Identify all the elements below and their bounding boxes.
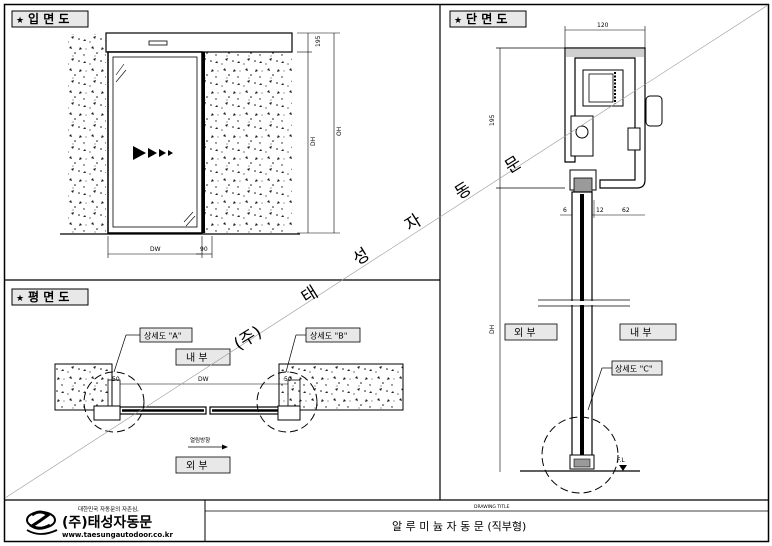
section-drawing: 120 195 6 40 12 62 DH xyxy=(489,22,663,494)
section-6-label: 6 xyxy=(563,207,567,214)
plan-title-tag: ★ 평 면 도 xyxy=(11,288,89,306)
svg-text:내 부: 내 부 xyxy=(630,327,652,339)
svg-text:★: ★ xyxy=(454,16,462,26)
section-label-outside: 외 부 xyxy=(504,323,558,341)
detail-b-circle xyxy=(256,371,318,433)
section-12-label: 12 xyxy=(596,207,604,214)
opening-direction-arrows xyxy=(133,146,173,160)
company-name: (주)태성자동문 xyxy=(62,515,152,531)
plan-label-inside: 내 부 xyxy=(175,348,231,366)
section-label-inside: 내 부 xyxy=(619,323,677,341)
detail-a-circle xyxy=(83,371,145,433)
elevation-drawing: DW 90 DH OH 195 xyxy=(60,32,343,258)
door-leaf xyxy=(107,51,203,234)
plan-50-left: 50 xyxy=(112,376,120,383)
company-website: www.taesungautodoor.co.kr xyxy=(62,531,173,539)
elevation-dw-label: DW xyxy=(150,246,161,253)
svg-text:성: 성 xyxy=(349,245,373,270)
svg-text:문: 문 xyxy=(501,153,525,178)
plan-drawing: DW 50 50 열림방향 xyxy=(54,334,404,450)
elevation-90-label: 90 xyxy=(200,246,208,253)
svg-text:동: 동 xyxy=(451,179,475,204)
door-header xyxy=(105,32,293,53)
roller-assembly xyxy=(570,115,594,157)
plan-50-right: 50 xyxy=(284,376,292,383)
sensor-bracket xyxy=(627,127,641,151)
drawing-title: 알 루 미 늄 자 동 문 (직부형) xyxy=(392,519,526,533)
door-glass xyxy=(112,56,198,228)
header-profile xyxy=(564,47,646,189)
svg-text:상세도 "C": 상세도 "C" xyxy=(615,364,653,374)
sheet-frame xyxy=(3,3,770,543)
opening-direction-label: 열림방향 xyxy=(190,436,210,444)
left-wall xyxy=(68,34,106,234)
motor-unit xyxy=(582,69,624,107)
svg-text:외 부: 외 부 xyxy=(514,327,536,339)
plan-dw-label: DW xyxy=(198,376,209,383)
plan-label-outside: 외 부 xyxy=(175,456,231,474)
elevation-oh-label: OH xyxy=(336,127,343,136)
elevation-title-tag: ★ 입 면 도 xyxy=(11,10,89,28)
svg-text:외 부: 외 부 xyxy=(186,460,208,472)
plan-right-wall xyxy=(278,363,404,411)
svg-text:★: ★ xyxy=(16,16,24,26)
section-dh-label: DH xyxy=(489,325,496,334)
svg-text:내 부: 내 부 xyxy=(186,352,208,364)
plan-title: 평 면 도 xyxy=(28,289,69,304)
plan-label-detail-a: 상세도 "A" xyxy=(139,327,193,343)
drawing-title-label: DRAWING TITLE xyxy=(474,504,510,510)
elevation-title: 입 면 도 xyxy=(28,11,69,26)
side-cover xyxy=(645,95,663,127)
svg-text:상세도 "A": 상세도 "A" xyxy=(144,331,181,341)
svg-text:★: ★ xyxy=(16,294,24,304)
plan-label-detail-b: 상세도 "B" xyxy=(305,327,361,343)
section-120-label: 120 xyxy=(597,22,609,29)
svg-text:자: 자 xyxy=(401,210,425,235)
svg-text:상세도 "B": 상세도 "B" xyxy=(310,331,347,341)
plan-left-wall xyxy=(54,363,113,411)
section-title: 단 면 도 xyxy=(466,11,507,26)
right-wall xyxy=(204,52,292,234)
svg-text:태: 태 xyxy=(298,282,322,307)
company-logo xyxy=(26,510,58,535)
section-195-label: 195 xyxy=(489,114,496,126)
section-title-tag: ★ 단 면 도 xyxy=(449,10,527,28)
svg-text:(주): (주) xyxy=(230,322,265,354)
company-tagline: 대한민국 자동문의 자존심, xyxy=(78,505,139,513)
section-62-label: 62 xyxy=(622,207,630,214)
fl-label: F.L xyxy=(617,457,625,464)
elevation-dh-label: DH xyxy=(310,137,317,146)
elevation-195-label: 195 xyxy=(315,35,322,47)
header-logo-slot xyxy=(148,40,168,46)
section-label-detail-c: 상세도 "C" xyxy=(611,360,663,376)
detail-c-circle xyxy=(541,416,619,494)
